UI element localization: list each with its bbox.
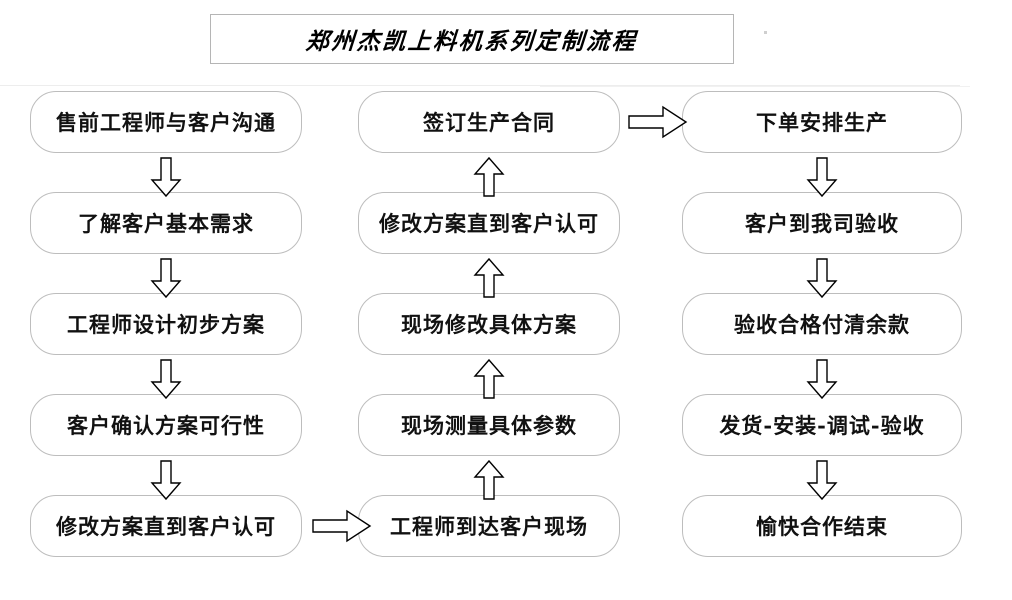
flow-node-left-0[interactable]: 售前工程师与客户沟通	[30, 91, 302, 153]
flow-node-right-3[interactable]: 发货-安装-调试-验收	[682, 394, 962, 456]
flow-node-left-2[interactable]: 工程师设计初步方案	[30, 293, 302, 355]
arrow-down-icon	[805, 359, 839, 400]
flow-node-right-4[interactable]: 愉快合作结束	[682, 495, 962, 557]
arrow-down-icon	[149, 359, 183, 400]
arrow-up-icon	[472, 257, 506, 298]
arrow-up-icon	[472, 459, 506, 500]
flow-node-mid-1[interactable]: 修改方案直到客户认可	[358, 192, 620, 254]
flow-node-label: 愉快合作结束	[756, 513, 888, 539]
flow-node-label: 发货-安装-调试-验收	[719, 412, 925, 438]
flow-node-label: 签订生产合同	[423, 109, 555, 135]
scan-artifact-line	[0, 85, 960, 86]
arrow-down-icon	[149, 258, 183, 299]
arrow-right-icon	[312, 509, 372, 543]
scan-artifact-line-secondary	[540, 86, 970, 87]
flow-node-label: 客户到我司验收	[745, 210, 899, 236]
flow-node-label: 现场测量具体参数	[401, 412, 577, 438]
flow-node-left-3[interactable]: 客户确认方案可行性	[30, 394, 302, 456]
arrow-down-icon	[805, 258, 839, 299]
flow-node-right-0[interactable]: 下单安排生产	[682, 91, 962, 153]
flow-node-label: 售前工程师与客户沟通	[56, 109, 276, 135]
arrow-up-icon	[472, 358, 506, 399]
flow-node-mid-2[interactable]: 现场修改具体方案	[358, 293, 620, 355]
scan-artifact-dot	[764, 31, 767, 34]
flow-node-mid-0[interactable]: 签订生产合同	[358, 91, 620, 153]
flow-node-left-4[interactable]: 修改方案直到客户认可	[30, 495, 302, 557]
arrow-right-icon	[628, 105, 688, 139]
flow-node-left-1[interactable]: 了解客户基本需求	[30, 192, 302, 254]
arrow-down-icon	[805, 460, 839, 501]
flow-node-mid-4[interactable]: 工程师到达客户现场	[358, 495, 620, 557]
flow-node-label: 验收合格付清余款	[734, 311, 910, 337]
flow-node-label: 工程师设计初步方案	[67, 311, 265, 337]
flow-node-right-1[interactable]: 客户到我司验收	[682, 192, 962, 254]
flow-node-label: 修改方案直到客户认可	[56, 513, 276, 539]
arrow-down-icon	[149, 157, 183, 198]
flow-node-label: 客户确认方案可行性	[67, 412, 265, 438]
arrow-down-icon	[805, 157, 839, 198]
flow-node-mid-3[interactable]: 现场测量具体参数	[358, 394, 620, 456]
chart-title-box: 郑州杰凯上料机系列定制流程	[210, 14, 734, 64]
arrow-down-icon	[149, 460, 183, 501]
flow-node-right-2[interactable]: 验收合格付清余款	[682, 293, 962, 355]
flow-node-label: 修改方案直到客户认可	[379, 210, 599, 236]
flow-node-label: 工程师到达客户现场	[390, 513, 588, 539]
flow-node-label: 了解客户基本需求	[78, 210, 254, 236]
flow-node-label: 下单安排生产	[756, 109, 888, 135]
flow-node-label: 现场修改具体方案	[401, 311, 577, 337]
page-title: 郑州杰凯上料机系列定制流程	[305, 28, 639, 55]
arrow-up-icon	[472, 156, 506, 197]
